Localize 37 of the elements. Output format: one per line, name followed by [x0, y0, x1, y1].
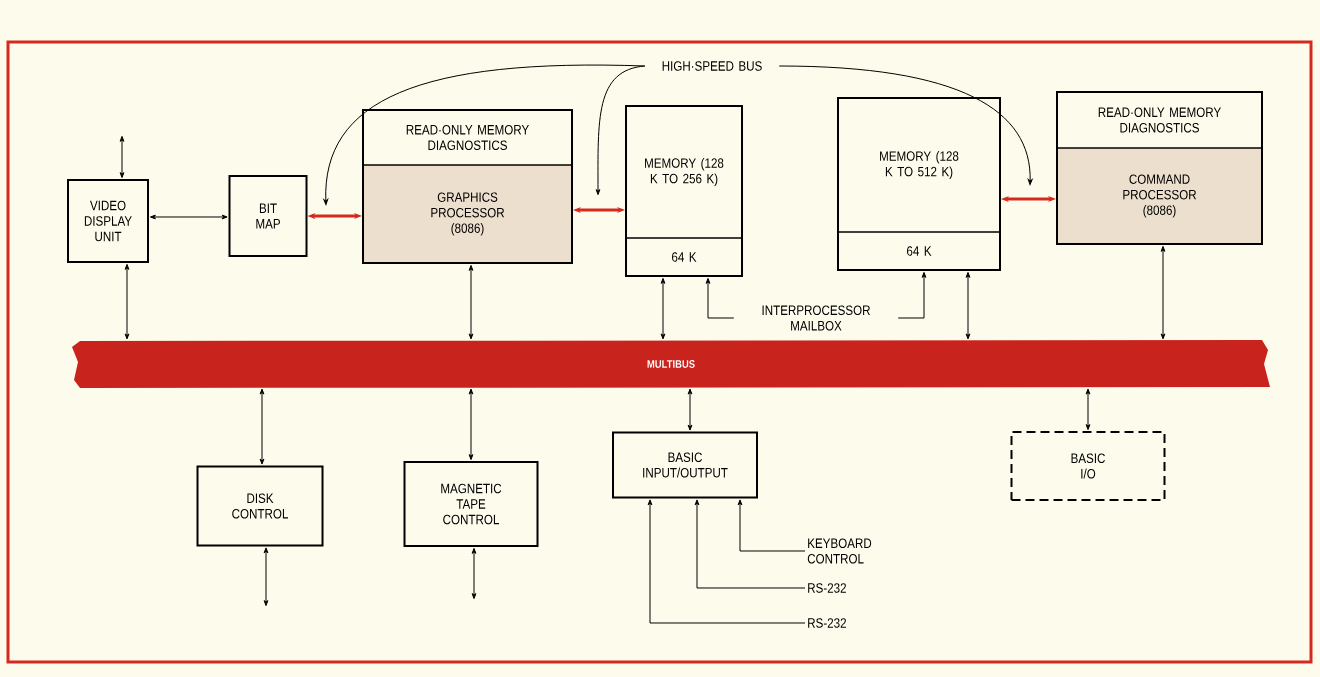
arrow	[124, 263, 130, 340]
signal-label: RS-232	[808, 618, 846, 628]
signal-label: KEYBOARD CONTROL	[807, 538, 872, 564]
arrow	[468, 264, 474, 340]
arrow	[687, 388, 693, 431]
component-box: VIDEO DISPLAY UNIT	[67, 179, 149, 263]
component-box: BIT MAP	[228, 175, 308, 257]
arrow	[263, 547, 269, 607]
signal-label: RS-232	[808, 583, 846, 593]
processor-board: READ·ONLY MEMORY DIAGNOSTICS GRAPHICS PROCESSOR (8086)	[362, 109, 573, 264]
bus-band: MULTIBUS	[72, 340, 1270, 388]
bus-label: HIGH·SPEED BUS	[662, 61, 762, 71]
arrow	[647, 499, 806, 624]
component-box: MAGNETIC TAPE CONTROL	[403, 461, 539, 547]
arrow	[705, 277, 735, 319]
memory-board: MEMORY (128 K TO 256 K) 64 K	[625, 105, 743, 277]
arrow	[119, 135, 125, 179]
mailbox-label: INTERPROCESSOR MAILBOX	[762, 305, 870, 331]
component-box: BASIC INPUT/OUTPUT	[612, 431, 758, 499]
memory-board: MEMORY (128 K TO 512 K) 64 K	[837, 97, 1001, 271]
arrow	[468, 388, 474, 461]
leader-line	[778, 65, 1033, 186]
arrow	[965, 271, 971, 340]
arrow	[660, 277, 666, 340]
arrow	[1085, 388, 1091, 431]
processor-board: READ·ONLY MEMORY DIAGNOSTICS COMMAND PROCESSOR (8086)	[1056, 91, 1263, 245]
component-box: BASIC I/O	[1010, 431, 1166, 501]
arrow	[471, 547, 477, 600]
arrow	[149, 214, 228, 220]
component-box: DISK CONTROL	[196, 465, 324, 547]
arrow	[1160, 245, 1166, 340]
leader-line	[595, 65, 646, 196]
arrow	[694, 499, 806, 589]
arrow	[737, 499, 806, 552]
leader-line	[323, 64, 646, 206]
arrow	[259, 388, 265, 465]
arrow	[897, 271, 927, 319]
